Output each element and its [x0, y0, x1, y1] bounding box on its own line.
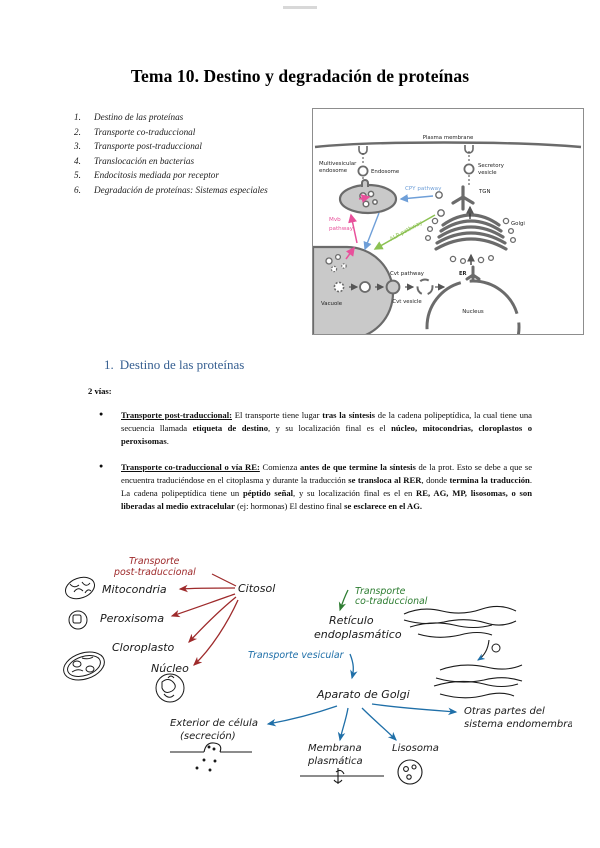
nucleus-shape	[425, 279, 521, 334]
toc-item-number: 4.	[74, 155, 81, 166]
figure-label-mvb-pathway-1: Mvb	[329, 217, 341, 223]
section-title: Destino de las proteínas	[119, 357, 245, 372]
toc-item: 5. Endocitosis mediada por receptor	[74, 168, 304, 183]
tgn-shape	[451, 185, 475, 211]
sketch-label-peroxisoma: Peroxisoma	[100, 612, 164, 625]
toc-item-number: 2.	[74, 126, 81, 137]
sketch-label-reticulo-1: Retículo	[329, 614, 374, 627]
multivesicular-endosome-shape	[338, 183, 398, 215]
figure-label-alp-pathway: ALP pathway	[389, 220, 424, 243]
section-number: 1.	[104, 357, 114, 372]
figure-label-multivesicular-1: Multivesicular	[319, 161, 357, 167]
toc-item-label: Degradación de proteínas: Sistemas espec…	[94, 184, 268, 195]
sketch-label-aparato-golgi: Aparato de Golgi	[316, 688, 410, 701]
figure-label-er: ER	[459, 271, 467, 277]
vacuole-shape	[313, 245, 395, 334]
peroxisome-drawing	[68, 610, 88, 630]
sketch-label-lisosoma: Lisosoma	[392, 743, 439, 754]
sketch-label-membrana-1: Membrana	[308, 743, 362, 754]
toc-item-label: Transporte co-traduccional	[94, 126, 196, 137]
toc-item-number: 6.	[74, 184, 81, 195]
secretion-drawing	[170, 742, 252, 772]
list-item: Transporte post-traduccional: El transpo…	[95, 408, 532, 449]
toc-item: 6. Degradación de proteínas: Sistemas es…	[74, 183, 304, 198]
golgi-distribution-arrows	[266, 703, 458, 742]
toc-item: 4. Translocación en bacterias	[74, 154, 304, 169]
bullet-body-0: El transporte tiene lugar tras la síntes…	[121, 410, 532, 447]
sketch-label-membrana-2: plasmática	[307, 755, 363, 767]
handwritten-protein-sorting-sketch: Transporte post-traduccional Citosol Mit…	[52, 548, 572, 798]
toc-item-label: Transporte post-traduccional	[94, 141, 202, 152]
toc-item-label: Translocación en bacterias	[94, 155, 195, 166]
figure-label-tgn: TGN	[478, 189, 491, 195]
nucleus-drawing	[155, 673, 185, 703]
figure-label-cvt-vesicle: Cvt vesicle	[392, 299, 422, 305]
figure-label-nucleus: Nucleus	[462, 309, 484, 315]
list-item: Transporte co-traduccional o vía RE: Com…	[95, 460, 533, 514]
bullet-list: Transporte post-traduccional: El transpo…	[95, 408, 533, 525]
sketch-label-transporte-post-2: post-traduccional	[113, 567, 196, 578]
figure-label-mvb-pathway-2: pathway	[329, 226, 354, 232]
toc-item-number: 5.	[74, 170, 81, 181]
golgi-shape	[434, 213, 508, 251]
section-heading: 1. Destino de las proteínas	[104, 357, 244, 373]
figure-label-cpy-pathway: CPY pathway	[405, 186, 442, 192]
plasma-membrane-line	[314, 141, 582, 149]
sketch-label-mitocondria: Mitocondria	[102, 583, 167, 596]
sketch-label-exterior-1: Exterior de célula	[170, 717, 258, 729]
figure-label-secretory-vesicle-2: vesicle	[478, 170, 497, 176]
sketch-label-nucleo: Núcleo	[151, 662, 189, 675]
vesicular-arrow	[349, 653, 358, 680]
toc-item-number: 1.	[74, 112, 81, 122]
toc-item: 1. Destino de las proteínas	[74, 110, 304, 125]
er-to-golgi-arrow	[477, 639, 490, 661]
figure-label-plasma-membrane: Plasma membrane	[423, 135, 474, 141]
mitochondria-drawing	[64, 576, 96, 600]
plasma-membrane-drawing	[300, 768, 384, 784]
figure-label-endosome: Endosome	[371, 169, 400, 175]
table-of-contents: 1. Destino de las proteínas 2. Transport…	[74, 110, 304, 198]
toc-item-label: Destino de las proteínas	[94, 112, 184, 122]
sketch-label-transporte-post-1: Transporte	[129, 556, 180, 567]
bullet-heading-0: Transporte post-traduccional:	[121, 410, 232, 420]
bullet-heading-1: Transporte co-traduccional o vía RE:	[121, 461, 260, 472]
sketch-label-transporte-vesicular: Transporte vesicular	[248, 650, 345, 661]
endosome-shape	[357, 165, 369, 177]
cell-trafficking-figure: Plasma membrane Endosome Secretory vesic…	[312, 108, 584, 335]
sketch-label-reticulo-2: endoplasmático	[314, 628, 402, 641]
sketch-label-transporte-co-1: Transporte	[355, 586, 406, 597]
toc-item-label: Endocitosis mediada por receptor	[94, 170, 219, 181]
lead-text: 2 vías:	[88, 386, 112, 396]
figure-label-cvt-pathway: Cvt pathway	[390, 271, 425, 277]
lysosome-drawing	[397, 759, 423, 785]
sketch-label-otras-2: sistema endomembranoso	[464, 719, 572, 730]
toc-item-number: 3.	[74, 141, 81, 152]
figure-label-multivesicular-2: endosome	[319, 168, 348, 174]
page-header-artifact	[283, 6, 317, 9]
sketch-label-exterior-2: (secreción)	[180, 730, 236, 742]
er-drawing	[403, 605, 517, 638]
transport-vesicle-drawing	[491, 643, 501, 653]
toc-item: 2. Transporte co-traduccional	[74, 125, 304, 140]
co-traduccional-arrow	[338, 589, 349, 612]
sketch-label-transporte-co-2: co-traduccional	[355, 596, 428, 607]
post-traduccional-arrows	[170, 573, 239, 666]
sketch-label-citosol: Citosol	[238, 582, 275, 595]
figure-label-golgi: Golgi	[511, 221, 525, 227]
bullet-body-1: Comienza antes de que termine la síntesi…	[121, 461, 533, 512]
secretory-vesicle-shape	[463, 163, 475, 175]
toc-item: 3. Transporte post-traduccional	[74, 139, 304, 154]
figure-label-vacuole: Vacuole	[321, 301, 343, 307]
chloroplast-drawing	[63, 651, 105, 681]
page-title: Tema 10. Destino y degradación de proteí…	[130, 66, 470, 86]
figure-label-secretory-vesicle-1: Secretory	[478, 163, 505, 169]
sketch-label-otras-1: Otras partes del	[464, 706, 545, 717]
golgi-drawing	[433, 664, 523, 699]
sketch-label-cloroplasto: Cloroplasto	[112, 641, 175, 654]
